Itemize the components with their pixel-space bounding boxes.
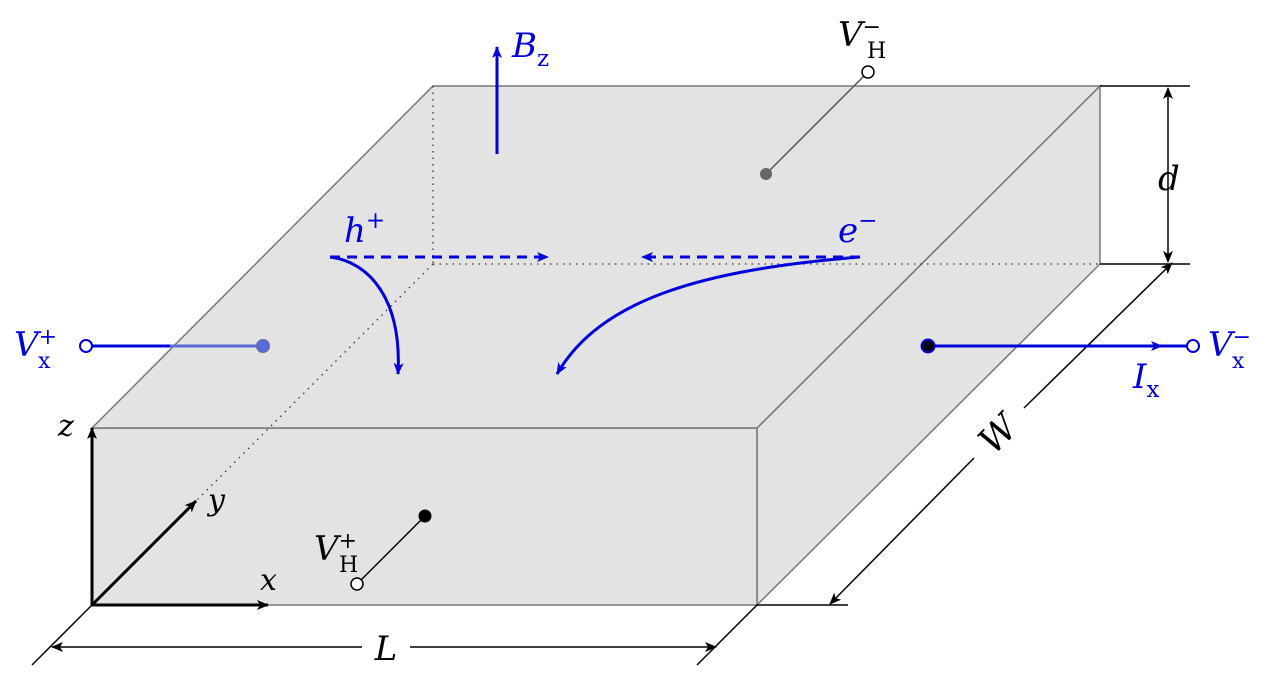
hall-contact-top	[760, 65, 875, 180]
width-dimension-upper	[1023, 262, 1173, 409]
hall-contact-bottom	[350, 509, 432, 591]
vx-plus-label: V+x	[14, 325, 57, 374]
axis-x-label: x	[260, 563, 277, 598]
current-label: Ix	[1132, 357, 1159, 403]
coordinate-axes	[87, 427, 269, 610]
current-contact-left	[79, 339, 270, 353]
holes-label: h+	[344, 208, 385, 251]
b-field-label: Bz	[511, 26, 549, 72]
hole-deflection-arrow	[329, 255, 404, 375]
vx-plus-terminal	[79, 339, 93, 353]
hall-contact-top-dot	[760, 168, 772, 180]
current-contact-right	[920, 338, 1200, 354]
thickness-label: d	[1158, 159, 1180, 199]
axis-y-label: y	[206, 483, 226, 518]
hidden-edges	[91, 86, 1100, 606]
vx-minus-contact-dot	[920, 338, 936, 354]
axis-y-arrow	[90, 499, 198, 607]
hall-terminal-top	[861, 65, 875, 79]
hall-voltage-minus-label: V−H	[838, 15, 886, 64]
vx-minus-label: V−x	[1208, 325, 1251, 374]
dimension-lines	[31, 85, 1190, 666]
hall-voltage-plus-label: V+H	[314, 529, 358, 578]
electrons-label: e−	[838, 208, 877, 251]
vx-minus-terminal	[1186, 339, 1200, 353]
hall-contact-bottom-dot	[418, 509, 432, 523]
electron-deflection-arrow	[555, 255, 861, 375]
width-label: W	[971, 405, 1028, 462]
axis-z-label: z	[57, 409, 74, 444]
width-dimension-lower	[829, 457, 975, 605]
hall-terminal-bottom	[350, 577, 364, 591]
vx-plus-contact-dot	[256, 339, 270, 353]
length-label: L	[374, 629, 398, 669]
carrier-motion	[329, 252, 861, 375]
